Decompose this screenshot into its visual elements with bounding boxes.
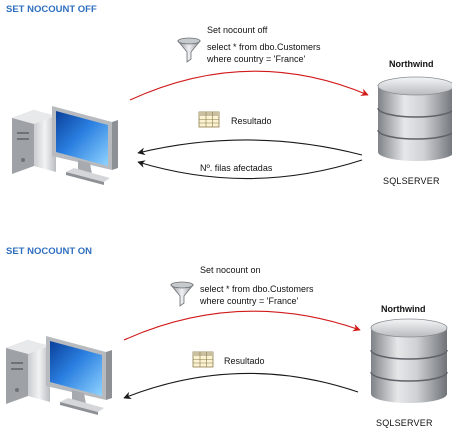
section-heading-off: SET NOCOUNT OFF <box>6 4 97 15</box>
query-line-1: select * from dbo.Customers <box>207 42 321 52</box>
server-name: SQLSERVER <box>376 418 433 428</box>
server-name: SQLSERVER <box>383 176 440 186</box>
filter-funnel-icon <box>170 281 194 307</box>
table-grid-icon <box>198 111 220 128</box>
computer-icon <box>6 336 112 415</box>
query-line-2: where country = 'France' <box>206 54 306 64</box>
rows-affected-arrow <box>137 159 363 180</box>
table-grid-icon <box>192 351 214 368</box>
query-line-1: select * from dbo.Customers <box>200 284 314 294</box>
request-arrow <box>129 70 369 101</box>
database-cylinder-icon <box>377 76 452 162</box>
section-heading-on: SET NOCOUNT ON <box>6 246 92 257</box>
result-arrow <box>137 139 363 156</box>
rows-affected-label: Nº. filas afectadas <box>200 163 273 173</box>
computer-icon <box>12 106 118 185</box>
result-label: Resultado <box>224 356 265 366</box>
query-line-2: where country = 'France' <box>199 296 299 306</box>
database-name: Northwind <box>381 304 426 314</box>
database-cylinder-icon <box>370 318 448 404</box>
result-label: Resultado <box>231 116 272 126</box>
request-arrow <box>123 310 361 341</box>
query-title: Set nocount off <box>207 25 268 35</box>
result-arrow <box>123 372 359 400</box>
query-title: Set nocount on <box>200 265 261 275</box>
filter-funnel-icon <box>177 37 201 63</box>
database-name: Northwind <box>389 59 434 69</box>
